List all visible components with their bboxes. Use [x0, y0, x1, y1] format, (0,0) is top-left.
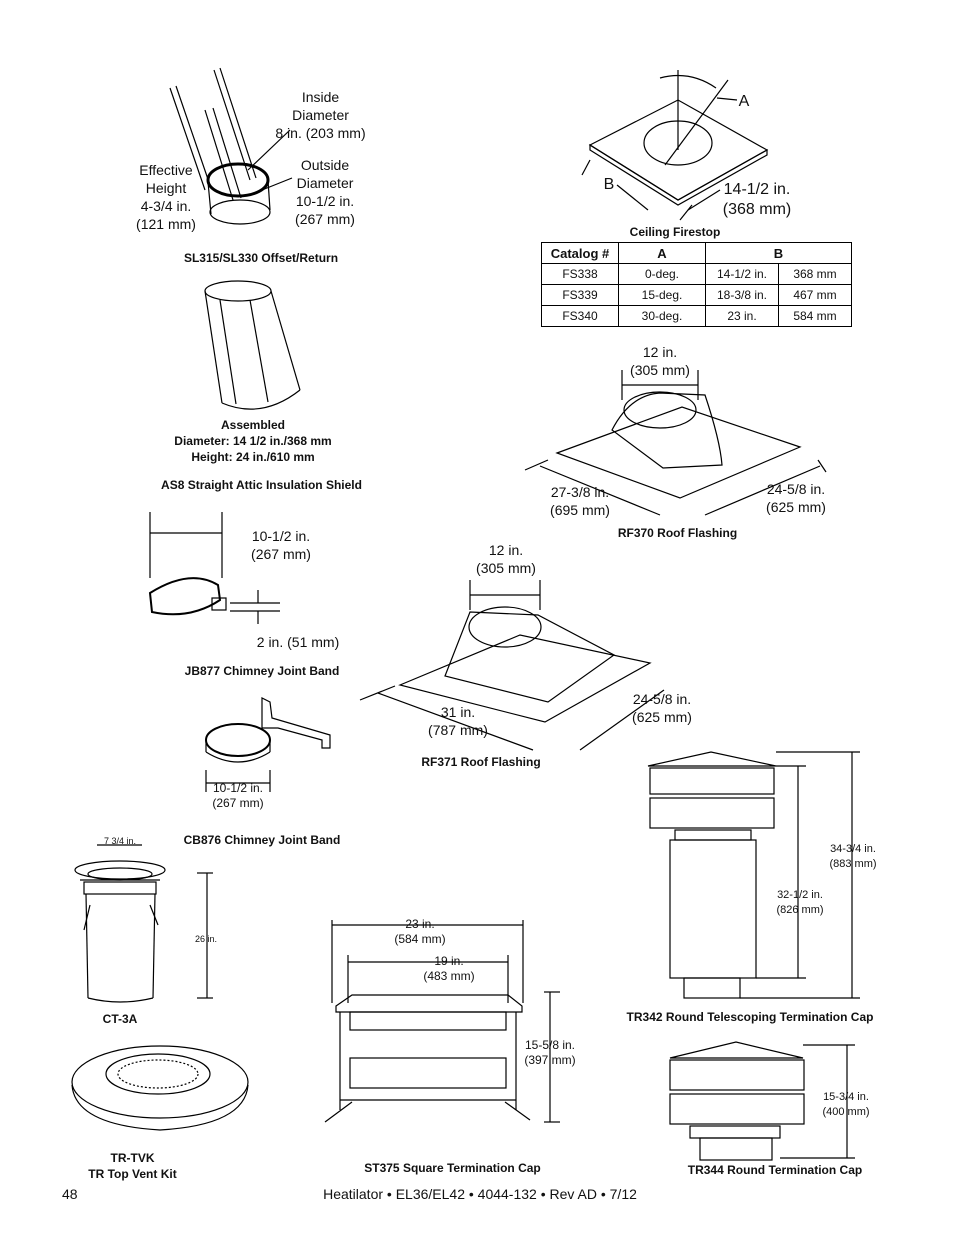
- st375-drawing: [324, 920, 560, 1123]
- table-cell: 467 mm: [778, 284, 852, 306]
- ct3a-drawing: [74, 844, 213, 1003]
- page-number: 48: [62, 1186, 78, 1202]
- table-header-a: A: [618, 242, 706, 264]
- st375-inner-dimension: 19 in. (483 mm): [423, 954, 475, 983]
- ct3a-height-dimension: 26 in.: [194, 934, 218, 944]
- firestop-dimension: 14-1/2 in. (368 mm): [722, 181, 792, 218]
- table-header-catalog: Catalog #: [541, 242, 619, 264]
- as8-caption: AS8 Straight Attic Insulation Shield: [161, 478, 362, 492]
- rf371-drawing: [359, 580, 665, 751]
- tr344-drawing: [669, 1041, 855, 1161]
- tr342-partial-dimension: 32-1/2 in. (826 mm): [776, 889, 824, 916]
- rf371-top-dimension: 12 in. (305 mm): [476, 542, 536, 576]
- as8-drawing: [204, 280, 301, 410]
- firestop-label-b: B: [603, 176, 615, 193]
- footer-doc-info: Heatilator • EL36/EL42 • 4044-132 • Rev …: [323, 1186, 637, 1202]
- tr344-caption: TR344 Round Termination Cap: [687, 1163, 863, 1177]
- firestop-table-header: Catalog # A B: [541, 242, 852, 264]
- sl315-outside-diameter-label: Outside Diameter 10-1/2 in. (267 mm): [295, 157, 355, 227]
- st375-height-dimension: 15-5/8 in. (397 mm): [524, 1038, 576, 1067]
- jb877-drawing: [148, 512, 280, 624]
- firestop-caption: Ceiling Firestop: [629, 225, 721, 239]
- table-cell: 368 mm: [778, 263, 852, 285]
- table-cell: FS339: [541, 284, 619, 306]
- rf370-left-dimension: 27-3/8 in. (695 mm): [550, 484, 610, 518]
- jb877-height-dimension: 2 in. (51 mm): [256, 634, 340, 650]
- table-cell: 18-3/8 in.: [705, 284, 779, 306]
- table-row: FS339 15-deg. 18-3/8 in. 467 mm: [541, 284, 852, 306]
- sl315-effective-height-label: Effective Height 4-3/4 in. (121 mm): [136, 162, 196, 232]
- firestop-table: Catalog # A B FS338 0-deg. 14-1/2 in. 36…: [541, 242, 852, 327]
- table-header-b: B: [705, 242, 852, 264]
- rf370-right-dimension: 24-5/8 in. (625 mm): [766, 481, 826, 515]
- table-cell: 14-1/2 in.: [705, 263, 779, 285]
- firestop-drawing: [581, 70, 769, 221]
- ct3a-caption: CT-3A: [102, 1012, 138, 1026]
- rf370-top-dimension: 12 in. (305 mm): [630, 344, 690, 378]
- table-cell: FS340: [541, 305, 619, 327]
- rf371-right-dimension: 24-5/8 in. (625 mm): [632, 691, 692, 725]
- table-cell: 30-deg.: [618, 305, 706, 327]
- jb877-caption: JB877 Chimney Joint Band: [184, 664, 340, 678]
- table-cell: 23 in.: [705, 305, 779, 327]
- rf371-caption: RF371 Roof Flashing: [421, 755, 541, 769]
- table-row: FS340 30-deg. 23 in. 584 mm: [541, 305, 852, 327]
- jb877-width-dimension: 10-1/2 in. (267 mm): [251, 528, 311, 562]
- table-cell: 584 mm: [778, 305, 852, 327]
- rf370-drawing: [524, 370, 827, 516]
- ct3a-top-dimension: 7 3/4 in.: [103, 836, 137, 846]
- st375-outer-dimension: 23 in. (584 mm): [394, 917, 446, 946]
- table-cell: 15-deg.: [618, 284, 706, 306]
- trtvk-caption: TR-TVK TR Top Vent Kit: [88, 1151, 177, 1181]
- cb876-caption: CB876 Chimney Joint Band: [183, 833, 341, 847]
- st375-caption: ST375 Square Termination Cap: [364, 1161, 541, 1175]
- firestop-label-a: A: [738, 93, 750, 110]
- tr344-height-dimension: 15-3/4 in. (400 mm): [822, 1091, 870, 1118]
- cb876-width-dimension: 10-1/2 in. (267 mm): [212, 781, 264, 810]
- table-row: FS338 0-deg. 14-1/2 in. 368 mm: [541, 263, 852, 285]
- sl315-inside-diameter-label: Inside Diameter 8 in. (203 mm): [275, 89, 366, 141]
- tr342-drawing: [647, 751, 860, 999]
- table-cell: FS338: [541, 263, 619, 285]
- as8-assembled-caption: Assembled Diameter: 14 1/2 in./368 mm He…: [174, 418, 332, 464]
- trtvk-drawing: [71, 1045, 249, 1131]
- tr342-total-dimension: 34-3/4 in. (883 mm): [829, 843, 877, 870]
- rf370-caption: RF370 Roof Flashing: [617, 526, 738, 540]
- cb876-drawing: [205, 697, 331, 792]
- rf371-left-dimension: 31 in. (787 mm): [428, 704, 488, 738]
- sl315-drawing: [169, 67, 293, 225]
- tr342-caption: TR342 Round Telescoping Termination Cap: [626, 1010, 874, 1024]
- table-cell: 0-deg.: [618, 263, 706, 285]
- sl315-caption: SL315/SL330 Offset/Return: [183, 251, 339, 265]
